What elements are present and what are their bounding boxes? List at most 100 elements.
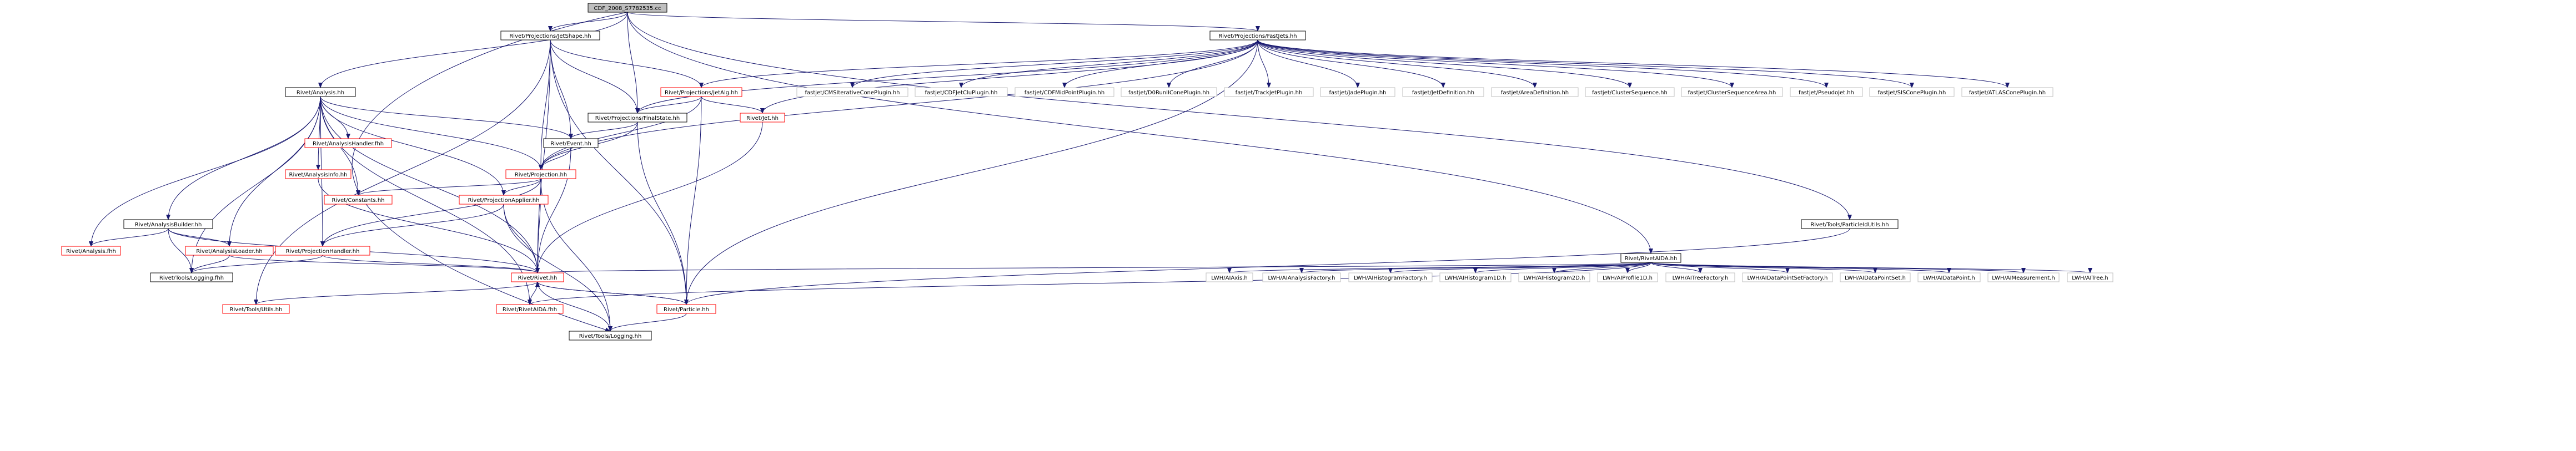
node-label: Rivet/Projections/JetShape.hh <box>509 33 591 39</box>
node-jetshape[interactable]: Rivet/Projections/JetShape.hh <box>500 31 600 40</box>
node-label: fastjet/JadePlugin.hh <box>1329 90 1386 96</box>
node-label: LWH/AIDataPoint.h <box>1923 275 1975 281</box>
node-label: Rivet/Projection.hh <box>515 172 567 178</box>
node-box <box>1518 272 1590 282</box>
edge-analysis-to-toolslogfhh <box>189 96 321 273</box>
node-jet[interactable]: Rivet/Jet.hh <box>740 113 785 123</box>
node-lwh_anafac: LWH/AIAnalysisFactory.h <box>1262 272 1341 282</box>
node-rivetaidafhh[interactable]: Rivet/RivetAIDA.fhh <box>496 304 564 314</box>
node-box <box>285 87 356 97</box>
node-lwh_dps: LWH/AIDataPointSet.h <box>1840 272 1911 282</box>
edge-rivetaidahh-to-rivethh <box>536 262 1651 273</box>
node-label: CDF_2008_S7782535.cc <box>594 6 661 12</box>
node-fj_atlas: fastjet/ATLASConePlugin.hh <box>1961 87 2053 97</box>
node-lwh_h2d: LWH/AIHistogram2D.h <box>1518 272 1590 282</box>
edge-fastjets-to-fj_atlas <box>1257 39 2010 88</box>
node-projhandler[interactable]: Rivet/ProjectionHandler.hh <box>275 246 370 256</box>
edge-jetshape-to-finalstate <box>550 39 640 114</box>
edge-root-to-particleidutils <box>627 12 1852 220</box>
node-label: fastjet/CDFMidPointPlugin.hh <box>1025 90 1104 96</box>
node-box <box>915 87 1008 97</box>
edge-fastjets-to-fj_pseudojet <box>1257 39 1829 88</box>
node-analysisinfo[interactable]: Rivet/AnalysisInfo.hh <box>285 169 351 179</box>
node-box <box>1742 272 1833 282</box>
node-fj_clseq: fastjet/ClusterSequence.hh <box>1585 87 1675 97</box>
edge-root-to-analysis <box>318 12 628 88</box>
node-projection[interactable]: Rivet/Projection.hh <box>505 169 576 179</box>
edge-jetshape-to-rivethh <box>535 39 551 273</box>
edge-fastjets-to-fj_d0 <box>1167 39 1258 88</box>
node-label: Rivet/Jet.hh <box>746 115 779 121</box>
node-analysis[interactable]: Rivet/Analysis.hh <box>285 87 356 97</box>
node-toolsloghh[interactable]: Rivet/Tools/Logging.hh <box>569 331 652 341</box>
edge-projection-to-projapplier <box>501 178 541 196</box>
node-label: Rivet/RivetAIDA.hh <box>1625 256 1678 262</box>
node-rivethh[interactable]: Rivet/Rivet.hh <box>511 272 564 282</box>
edge-rivethh-to-rivetaidafhh <box>528 281 538 305</box>
node-analysisbuilder[interactable]: Rivet/AnalysisBuilder.hh <box>123 219 213 229</box>
node-label: Rivet/AnalysisHandler.fhh <box>313 141 384 147</box>
node-toolslogfhh[interactable]: Rivet/Tools/Logging.fhh <box>150 272 233 282</box>
edge-event-to-rivethh <box>535 147 571 273</box>
node-box <box>123 219 213 229</box>
node-box <box>1439 272 1512 282</box>
edge-fastjets-to-fj_cdfmid <box>1062 39 1258 88</box>
node-box <box>304 138 392 148</box>
edge-analysisbuilder-to-analysisloader <box>168 228 232 247</box>
node-label: fastjet/TrackJetPlugin.hh <box>1236 90 1303 96</box>
node-box <box>587 3 667 13</box>
node-lwh_dp: LWH/AIDataPoint.h <box>1917 272 1981 282</box>
edge-finalstate-to-particle <box>637 121 689 305</box>
edge-rivetaidahh-to-lwh_axis <box>1227 262 1651 273</box>
edge-finalstate-to-event <box>569 121 638 139</box>
node-fj_cms: fastjet/CMSIterativeConePlugin.hh <box>796 87 908 97</box>
node-event[interactable]: Rivet/Event.hh <box>543 138 599 148</box>
edge-fastjets-to-finalstate <box>635 39 1258 114</box>
node-box <box>2067 272 2113 282</box>
node-box <box>275 246 370 256</box>
node-box <box>1917 272 1981 282</box>
node-lwh_treefac: LWH/AITreeFactory.h <box>1665 272 1735 282</box>
node-box <box>150 272 233 282</box>
node-label: LWH/AITree.h <box>2072 275 2108 281</box>
node-constants[interactable]: Rivet/Constants.hh <box>324 195 393 205</box>
edge-projhandler-to-rivethh <box>322 255 540 273</box>
node-analysishandler[interactable]: Rivet/AnalysisHandler.fhh <box>304 138 392 148</box>
node-particleidutils[interactable]: Rivet/Tools/ParticleIdUtils.hh <box>1801 219 1899 229</box>
edge-analysis-to-rivethh <box>320 96 540 273</box>
node-fastjets[interactable]: Rivet/Projections/FastJets.hh <box>1209 31 1306 40</box>
node-projapplier[interactable]: Rivet/ProjectionApplier.hh <box>459 195 549 205</box>
node-box <box>1209 31 1306 40</box>
edge-rivetaidahh-to-lwh_anafac <box>1299 262 1651 273</box>
node-box <box>656 304 716 314</box>
node-fj_jade: fastjet/JadePlugin.hh <box>1320 87 1395 97</box>
node-box <box>285 169 351 179</box>
node-lwh_p1d: LWH/AIProfile1D.h <box>1597 272 1658 282</box>
node-toolsutils[interactable]: Rivet/Tools/Utils.hh <box>222 304 290 314</box>
node-jetalg[interactable]: Rivet/Projections/JetAlg.hh <box>660 87 742 97</box>
node-rivetaidahh[interactable]: Rivet/RivetAIDA.hh <box>1620 253 1681 263</box>
node-analysisfhh[interactable]: Rivet/Analysis.fhh <box>61 246 121 256</box>
edge-fastjets-to-fj_siscone <box>1257 39 1914 88</box>
node-box <box>1597 272 1658 282</box>
edge-fastjets-to-jetalg <box>699 39 1258 88</box>
node-fj_clseqarea: fastjet/ClusterSequenceArea.hh <box>1681 87 1783 97</box>
node-label: fastjet/ATLASConePlugin.hh <box>1969 90 2046 96</box>
node-analysisloader[interactable]: Rivet/AnalysisLoader.hh <box>185 246 274 256</box>
node-root[interactable]: CDF_2008_S7782535.cc <box>587 3 667 13</box>
edge-fastjets-to-fj_areadef <box>1257 39 1537 88</box>
node-finalstate[interactable]: Rivet/Projections/FinalState.hh <box>587 113 687 123</box>
node-label: Rivet/Projections/JetAlg.hh <box>665 90 738 96</box>
node-label: Rivet/Constants.hh <box>332 197 384 204</box>
node-particle[interactable]: Rivet/Particle.hh <box>656 304 716 314</box>
edge-projapplier-to-rivethh <box>503 204 540 273</box>
node-lwh_axis: LWH/AIAxis.h <box>1206 272 1253 282</box>
edge-jetalg-to-finalstate <box>635 96 702 114</box>
edge-analysis-to-projection <box>320 96 543 170</box>
node-lwh_tree: LWH/AITree.h <box>2067 272 2113 282</box>
node-fj_cdfjetclu: fastjet/CDFJetCluPlugin.hh <box>915 87 1008 97</box>
edge-analysis-to-analysisfhh <box>89 96 321 247</box>
node-box <box>1491 87 1579 97</box>
node-box <box>500 31 600 40</box>
